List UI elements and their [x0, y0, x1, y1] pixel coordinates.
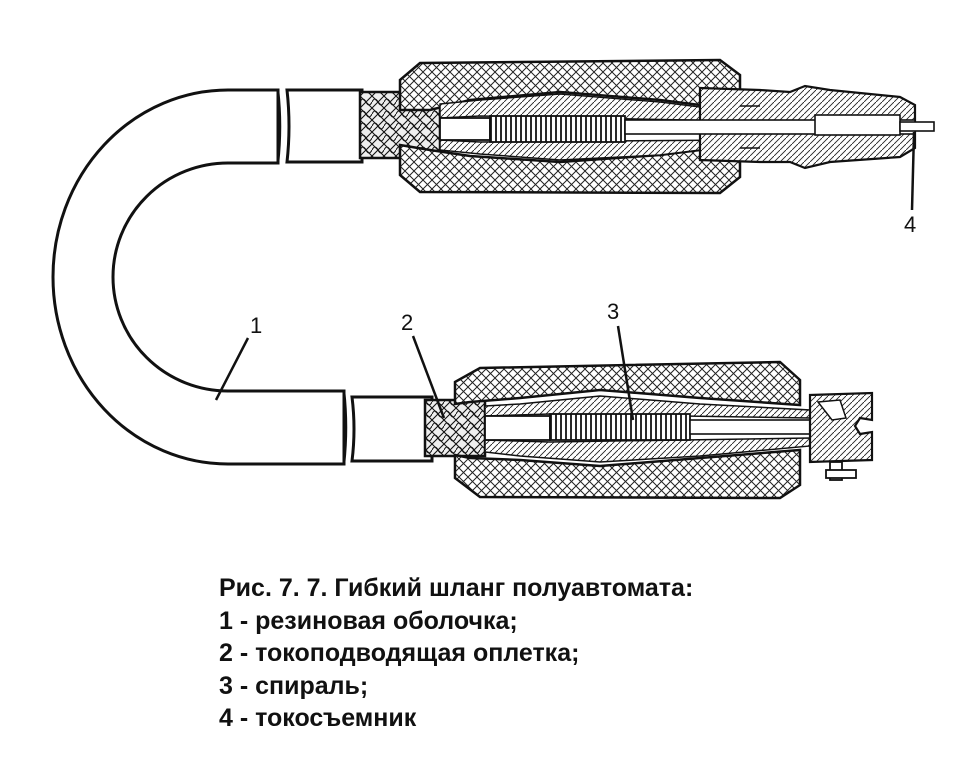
leader-3	[616, 325, 635, 421]
hose-segment-bottom	[350, 395, 434, 463]
caption-item-1: 1 - резиновая оболочка;	[219, 606, 518, 635]
caption-item-3: 3 - спираль;	[219, 671, 369, 700]
leader-2	[411, 335, 446, 419]
figure-caption: Рис. 7. 7. Гибкий шланг полуавтомата: 1 …	[219, 572, 693, 735]
label-3: 3	[607, 299, 619, 324]
hose-segment-top	[285, 88, 364, 164]
upper-fitting	[358, 58, 935, 195]
label-2: 2	[401, 310, 413, 335]
leader-lines	[214, 131, 916, 421]
label-1: 1	[250, 313, 262, 338]
caption-title: Рис. 7. 7. Гибкий шланг полуавтомата:	[219, 574, 694, 602]
caption-item-4: 4 - токосъемник	[219, 704, 417, 732]
leader-1	[214, 337, 250, 401]
lower-fitting	[423, 360, 874, 500]
leader-4	[910, 131, 916, 211]
rubber-hose	[51, 88, 348, 466]
label-4: 4	[904, 212, 916, 237]
caption-item-2: 2 - токоподводящая оплетка;	[219, 639, 580, 667]
